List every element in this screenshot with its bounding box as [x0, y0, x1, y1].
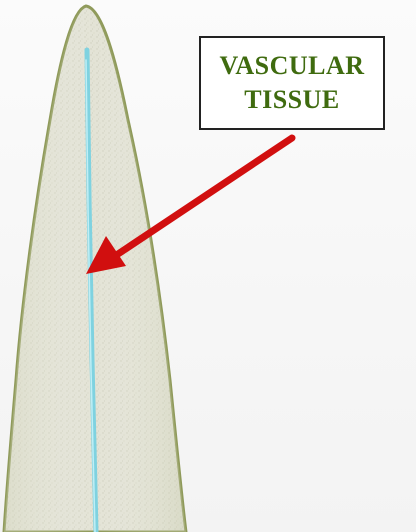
vascular-tissue-label: VASCULAR TISSUE: [219, 49, 364, 117]
label-line-1: VASCULAR: [219, 49, 364, 83]
label-line-2: TISSUE: [219, 83, 364, 117]
vascular-tissue-label-box: VASCULAR TISSUE: [199, 36, 385, 130]
